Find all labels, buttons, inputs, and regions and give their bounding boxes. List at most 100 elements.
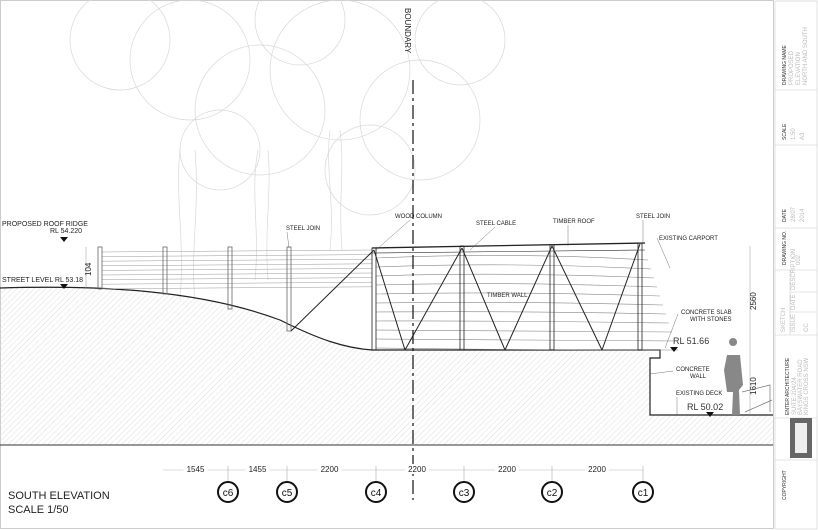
fence-slat xyxy=(101,258,373,262)
level-marker-icon xyxy=(706,412,714,417)
deck-chair xyxy=(741,384,773,413)
fence-slat xyxy=(101,281,373,285)
label-wood-column: WOOD COLUMN xyxy=(395,214,442,220)
title-block-date-value-1: 28/07 xyxy=(791,206,797,222)
grid-marker-c3 xyxy=(453,481,475,503)
label-timber-roof: TIMBER ROOF xyxy=(553,219,595,225)
title-block-sketch-label: SKETCH xyxy=(781,308,787,332)
dim-2560: 2560 xyxy=(749,292,758,310)
deck-rl: RL 50.02 xyxy=(687,402,723,412)
title-block-drawing-no-value: 002 xyxy=(796,254,802,265)
drawing-title: SOUTH ELEVATION xyxy=(8,490,110,502)
label-existing-carport: EXISTING CARPORT xyxy=(659,236,718,242)
fence-slat xyxy=(101,277,373,280)
spacing-dim: 2200 xyxy=(321,465,339,474)
person-silhouette xyxy=(724,338,743,415)
title-block-copyright-label: COPYRIGHT xyxy=(782,470,788,500)
wall-board xyxy=(375,329,673,333)
dim-bg xyxy=(405,464,429,474)
grid-marker-c1 xyxy=(632,481,654,503)
title-block-description-label: DESCRIPTION xyxy=(791,249,797,290)
wall-board xyxy=(375,255,649,261)
spacing-dimensions: 1545 1455 2200 2200 2200 2200 xyxy=(183,464,609,474)
fence-slat xyxy=(101,254,373,257)
dim-bg xyxy=(585,464,609,474)
wall-board xyxy=(375,283,658,288)
wall-board xyxy=(375,338,676,342)
wall-board xyxy=(375,273,655,279)
dim-bg xyxy=(495,464,519,474)
tree-outline xyxy=(69,0,506,301)
title-block-firm-address-2: BAYSWATER ROAD xyxy=(798,359,804,415)
title-block-scale-label: SCALE xyxy=(782,123,788,140)
label-concrete-slab-1: CONCRETE SLAB xyxy=(681,310,732,316)
title-block-date-label: DATE xyxy=(782,208,788,222)
street-level-label: STREET LEVEL RL 53.18 xyxy=(2,277,83,284)
roof-and-columns xyxy=(290,242,646,351)
annotations: STEEL JOIN WOOD COLUMN STEEL CABLE TIMBE… xyxy=(286,214,732,415)
title-block-drawing-name-value-3: NORTH AND SOUTH xyxy=(803,27,809,85)
drawing-scale: SCALE 1/50 xyxy=(8,504,69,516)
label-concrete-wall-2: WALL xyxy=(690,374,707,380)
wall-board xyxy=(375,311,667,315)
grid-label: c4 xyxy=(371,488,382,499)
dim-1610: 1610 xyxy=(749,377,758,395)
title-block-scale-value-2: A3 xyxy=(800,132,806,140)
grid-label: c5 xyxy=(282,488,293,499)
spacing-dim: 1455 xyxy=(249,465,267,474)
fence-slat xyxy=(101,268,373,271)
title-block-drawing-name-label: DRAWING NAME xyxy=(782,45,788,85)
roof-ridge-rl: RL 54.220 xyxy=(50,228,82,235)
label-steel-join-right: STEEL JOIN xyxy=(636,214,670,220)
title-block-firm-address-3: KINGS CROSS NSW xyxy=(804,357,810,415)
fence-slat xyxy=(101,249,373,253)
label-concrete-wall-1: CONCRETE xyxy=(676,367,710,373)
slab-rl: RL 51.66 xyxy=(673,336,709,346)
grid-marker-c2 xyxy=(541,481,563,503)
dim-104: 104 xyxy=(84,262,93,276)
title-block-firm-name: ENTER ARCHITECTURE xyxy=(785,357,791,415)
grid-marker-c5 xyxy=(276,481,298,503)
grid-label: c2 xyxy=(547,488,558,499)
roof-ridge-label: PROPOSED ROOF RIDGE xyxy=(2,221,88,228)
title-block-date-col-label: DATE xyxy=(791,294,797,310)
label-steel-cable: STEEL CABLE xyxy=(476,221,516,227)
title-block xyxy=(774,0,818,530)
grid-marker-c6 xyxy=(217,481,239,503)
title-block-firm-address-1: SUITE 204/24 xyxy=(792,377,798,415)
grid-label: c3 xyxy=(459,488,470,499)
level-marker-icon xyxy=(60,284,68,289)
level-marker-icon xyxy=(670,347,678,352)
steel-cables xyxy=(290,243,641,351)
dim-bg xyxy=(317,464,342,474)
timber-fence xyxy=(101,249,373,290)
label-existing-deck: EXISTING DECK xyxy=(676,391,722,397)
ground-hatch xyxy=(0,287,773,445)
label-concrete-slab-2: WITH STONES xyxy=(690,317,732,323)
boundary-label: BOUNDARY xyxy=(403,8,412,54)
wall-board xyxy=(375,302,664,306)
fence-slat xyxy=(101,286,373,290)
spacing-dim: 2200 xyxy=(588,465,606,474)
title-block-drawing-name-value-1: PROPOSED xyxy=(789,50,795,85)
title-block-date-value-2: 2014 xyxy=(800,208,806,222)
dim-bg xyxy=(245,464,270,474)
grid-marker-c4 xyxy=(365,481,387,503)
title-block-drawing-no-label: DRAWING NO. xyxy=(782,231,788,265)
title-block-drawing-name-value-2: ELEVATION xyxy=(796,52,802,85)
grid-label: c1 xyxy=(638,488,649,499)
label-timber-wall: TIMBER WALL xyxy=(487,293,528,299)
timber-wall xyxy=(375,255,679,351)
label-steel-join-left: STEEL JOIN xyxy=(286,226,320,232)
title-block-issue-label: ISSUE xyxy=(791,314,797,332)
wall-board xyxy=(375,347,679,351)
wall-board xyxy=(375,264,652,270)
spacing-dim: 2200 xyxy=(408,465,426,474)
spacing-dim: 1545 xyxy=(187,465,205,474)
title-block-scale-value-1: 1:50 xyxy=(791,128,797,140)
sheet-border xyxy=(0,0,774,529)
fence-slat xyxy=(101,272,373,276)
spacing-dim: 2200 xyxy=(498,465,516,474)
